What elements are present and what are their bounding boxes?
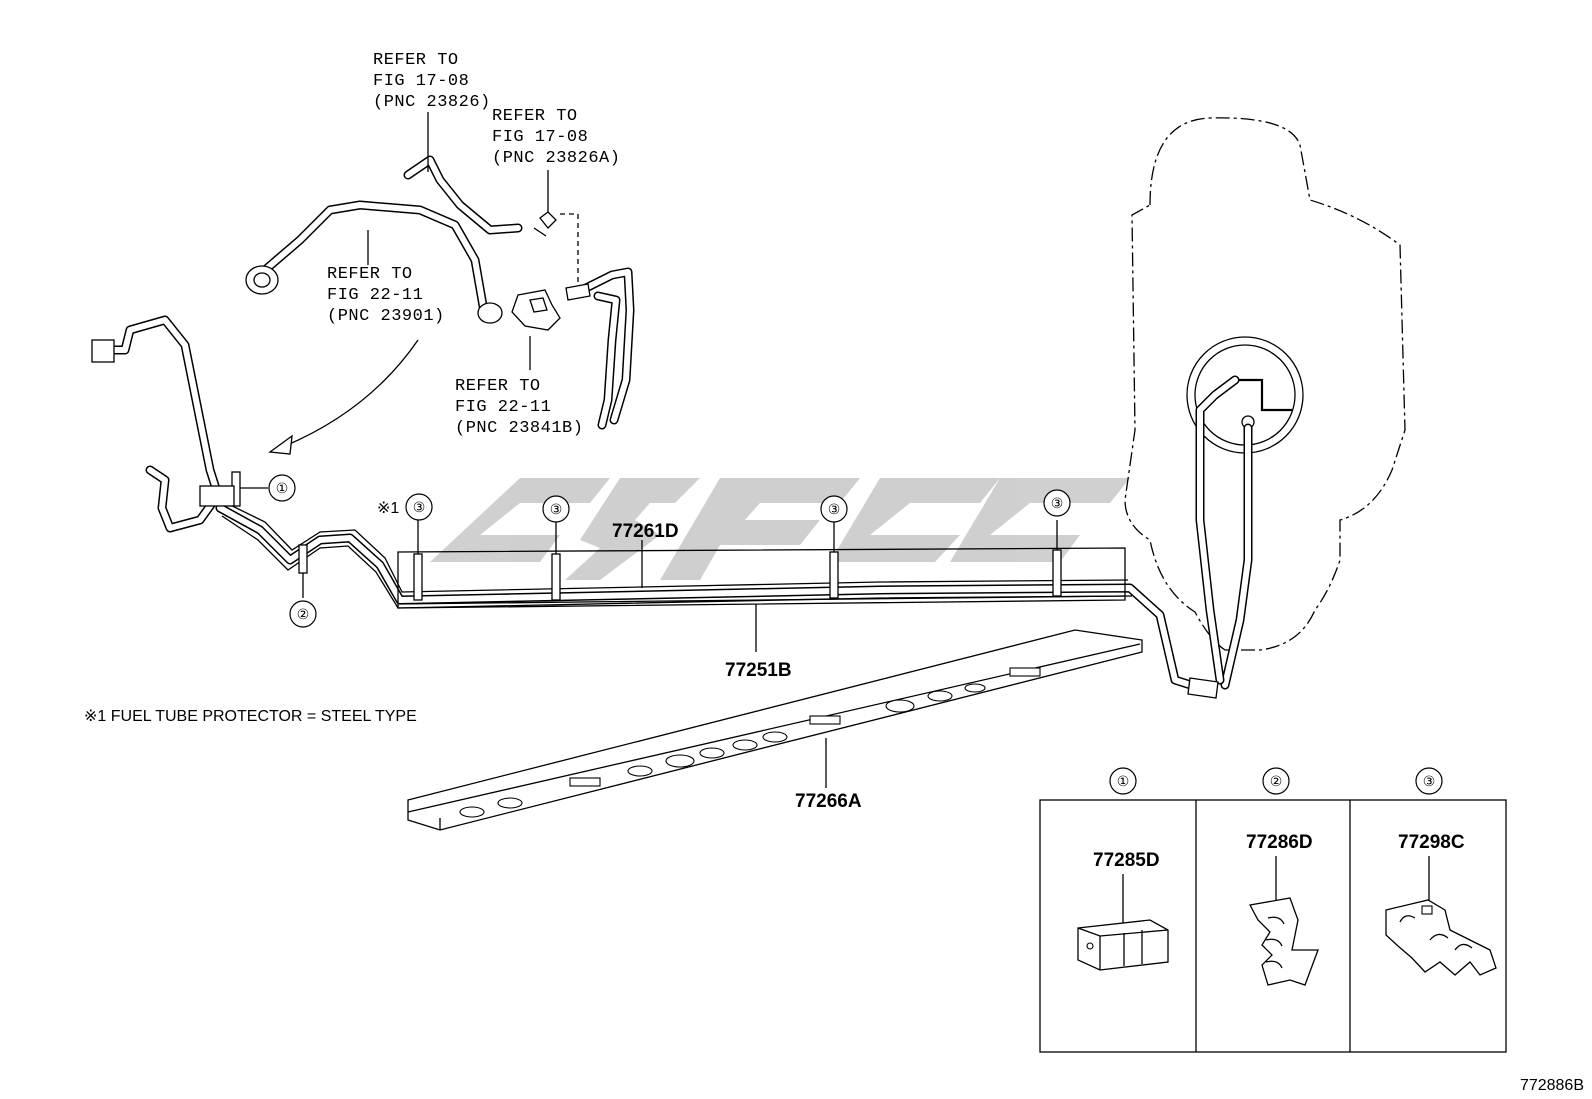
ref-clip-top: REFER TO FIG 17-08 (PNC 23826A) [492, 107, 620, 168]
part-number-77251B: 77251B [725, 660, 792, 681]
left-hoses [91, 315, 235, 533]
ref-hose-mid: REFER TO FIG 22-11 (PNC 23901) [327, 265, 445, 326]
clamp-77285D-drawing [1077, 919, 1169, 971]
note-mark: ※1 [377, 500, 399, 517]
callout-three-d: ③ [1043, 489, 1071, 517]
callout-three-b-label: ③ [550, 502, 563, 518]
table-header-two: ② [1270, 774, 1283, 790]
fuel-tube-bundle [215, 499, 1219, 699]
ref-hose-top-line2: FIG 17-08 [373, 72, 469, 91]
ref-bracket-line2: FIG 22-11 [455, 398, 551, 417]
callout-three-a: ③ [405, 493, 433, 521]
part-number-77266A: 77266A [795, 791, 862, 812]
ref-clip-top-line3: (PNC 23826A) [492, 149, 620, 168]
tube-protector [397, 547, 1126, 609]
ref-hose-top: REFER TO FIG 17-08 (PNC 23826) [373, 51, 491, 112]
fuel-tank-outline [1124, 117, 1406, 651]
clamp-77298C-drawing [1385, 899, 1497, 976]
ref-bracket-line1: REFER TO [455, 377, 541, 396]
bracket-and-clip [511, 211, 635, 430]
callout-two-label: ② [297, 607, 310, 623]
table-header-three: ③ [1423, 774, 1436, 790]
ref-clip-top-line1: REFER TO [492, 107, 578, 126]
callout-one-label: ① [276, 481, 289, 497]
figure-id: 772886B [1520, 1077, 1584, 1094]
watermark [430, 478, 1130, 580]
ref-bracket: REFER TO FIG 22-11 (PNC 23841B) [455, 377, 583, 438]
ref-hose-mid-line3: (PNC 23901) [327, 307, 445, 326]
callout-three-b: ③ [542, 495, 570, 523]
clamp-77286D-drawing [1249, 897, 1319, 986]
callout-three-c-label: ③ [828, 502, 841, 518]
ref-clip-top-line2: FIG 17-08 [492, 128, 588, 147]
callout-one: ① [268, 474, 296, 502]
footnote: ※1 FUEL TUBE PROTECTOR = STEEL TYPE [84, 708, 417, 725]
ref-hose-top-line3: (PNC 23826) [373, 93, 491, 112]
tube-clamps [231, 471, 1062, 601]
callout-three-c: ③ [820, 495, 848, 523]
table-header-one: ① [1117, 774, 1130, 790]
top-hoses [245, 155, 523, 324]
part-number-77286D: 77286D [1246, 832, 1313, 853]
ref-hose-top-line1: REFER TO [373, 51, 459, 70]
callout-two: ② [289, 600, 317, 628]
callout-three-a-label: ③ [413, 500, 426, 516]
arrow-head [268, 434, 293, 455]
clamp-table: ① ② ③ 77285D 77286D 77298C [1039, 767, 1507, 1053]
direction-arrow [284, 339, 419, 447]
fuel-pump-assembly [1186, 336, 1304, 690]
part-number-77298C: 77298C [1398, 832, 1465, 853]
ref-hose-mid-line2: FIG 22-11 [327, 286, 423, 305]
side-reinforcement [407, 629, 1143, 831]
leader-lines [240, 112, 1058, 788]
ref-hose-mid-line1: REFER TO [327, 265, 413, 284]
part-number-77285D: 77285D [1093, 850, 1160, 871]
ref-bracket-line3: (PNC 23841B) [455, 419, 583, 438]
callout-three-d-label: ③ [1051, 496, 1064, 512]
part-number-77261D: 77261D [612, 521, 679, 542]
